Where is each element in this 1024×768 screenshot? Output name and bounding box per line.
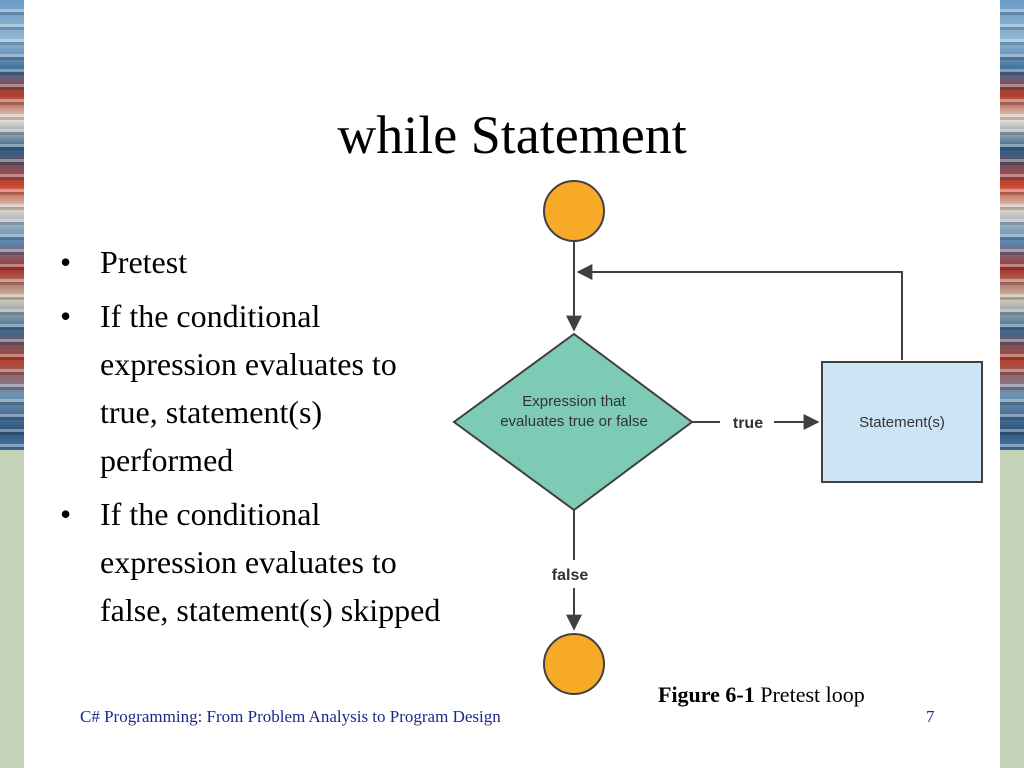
bullet-item: • If the conditional expression evaluate… — [58, 490, 448, 634]
bullet-dot: • — [60, 244, 72, 280]
page-number: 7 — [926, 707, 935, 726]
false-label: false — [552, 567, 589, 584]
left-photo-strip — [0, 0, 24, 450]
bullet-item: • Pretest — [58, 238, 448, 286]
figure-title: Pretest loop — [760, 682, 865, 707]
true-label: true — [733, 415, 763, 432]
bullet-text: Pretest — [100, 244, 188, 280]
bullet-dot: • — [60, 496, 72, 532]
footer-course-title: C# Programming: From Problem Analysis to… — [80, 707, 501, 726]
bullet-list: • Pretest • If the conditional expressio… — [58, 238, 448, 640]
right-color-band — [1000, 450, 1024, 768]
figure-caption: Figure 6-1 Pretest loop — [658, 682, 865, 708]
bullet-item: • If the conditional expression evaluate… — [58, 292, 448, 484]
bullet-text: If the conditional expression evaluates … — [100, 496, 441, 628]
statement-label: Statement(s) — [859, 414, 945, 431]
right-photo-strip — [1000, 0, 1024, 450]
decision-label-line1: Expression that — [522, 393, 626, 410]
bullet-text: If the conditional expression evaluates … — [100, 298, 397, 478]
decision-label-line2: evaluates true or false — [500, 413, 648, 430]
left-color-band — [0, 450, 24, 768]
flowchart-diagram: Expression that evaluates true or false … — [452, 180, 983, 695]
bullet-dot: • — [60, 298, 72, 334]
statement-box — [821, 361, 983, 483]
left-decorative-strip — [0, 0, 24, 768]
right-decorative-strip — [1000, 0, 1024, 768]
figure-number: Figure 6-1 — [658, 682, 755, 707]
start-terminal — [543, 180, 605, 242]
end-terminal — [543, 633, 605, 695]
slide-title: while Statement — [337, 105, 687, 165]
loop-back-line — [576, 264, 903, 360]
